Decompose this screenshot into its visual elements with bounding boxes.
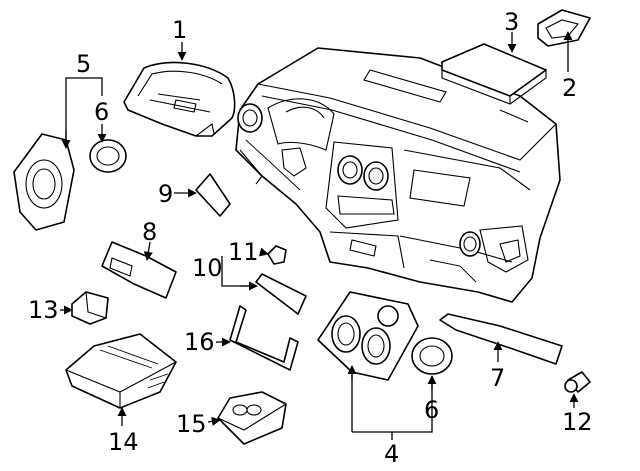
part-2-clip: [537, 9, 591, 47]
part-9-trim: [195, 173, 231, 217]
part-10-trim-strip: [255, 273, 307, 315]
callout-6-right: 6: [424, 396, 439, 424]
callout-13: 13: [28, 296, 59, 324]
callout-3: 3: [504, 8, 519, 36]
part-14-storage-box: [65, 333, 177, 409]
callout-2: 2: [562, 74, 577, 102]
part-4-center-vent-panel: [317, 291, 419, 381]
part-1-cluster-bezel: [123, 61, 236, 137]
part-8-bracket: [101, 241, 177, 299]
callout-1: 1: [172, 16, 187, 44]
part-6-vent-ring-left: [89, 139, 127, 173]
part-6-vent-ring-right: [411, 337, 453, 375]
part-15-bin: [217, 391, 287, 445]
callout-8: 8: [142, 218, 157, 246]
callout-5: 5: [76, 50, 91, 78]
callout-16: 16: [184, 328, 215, 356]
callout-9: 9: [158, 180, 173, 208]
part-16-u-trim: [229, 305, 299, 371]
callout-11: 11: [228, 238, 259, 266]
callout-7: 7: [490, 364, 505, 392]
part-13-clip: [71, 291, 109, 325]
part-12-bulb: [564, 371, 591, 393]
callout-15: 15: [176, 410, 207, 438]
part-11-clip: [267, 245, 287, 265]
callout-10: 10: [192, 254, 223, 282]
callout-labels: 1 2 3 4 5 6 6 7 8 9 10 11 12 13 14 15 16: [28, 8, 593, 468]
callout-4: 4: [384, 440, 399, 468]
part-3-panel: [441, 43, 547, 105]
part-5-speaker-grille: [13, 133, 75, 231]
leader-lines: [60, 31, 579, 440]
callout-12: 12: [562, 408, 593, 436]
callout-14: 14: [108, 428, 139, 456]
part-7-long-trim: [439, 313, 563, 365]
instrument-panel: [235, 47, 561, 303]
callout-6-left: 6: [94, 98, 109, 126]
